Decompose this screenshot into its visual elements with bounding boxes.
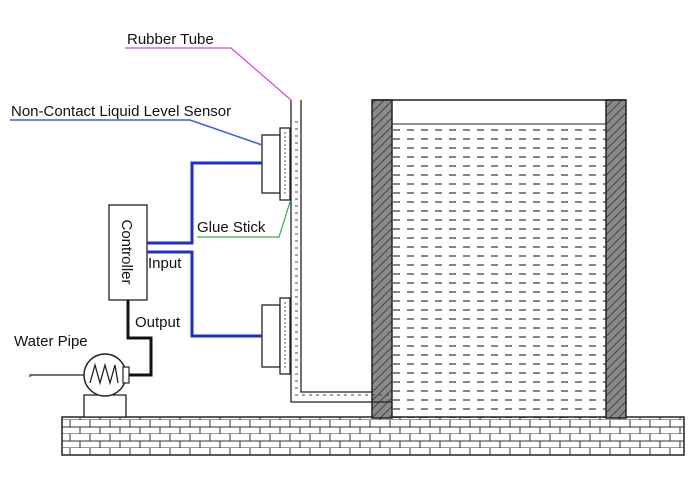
glue-stick-leader [197, 201, 291, 238]
controller-box: Controller [108, 204, 148, 301]
water-pipe-label: Water Pipe [14, 333, 88, 350]
controller-label: Controller [118, 219, 135, 284]
tank-right-wall [605, 99, 627, 419]
sensor-icon [261, 127, 291, 201]
tank [371, 99, 627, 419]
rubber-tube [290, 100, 392, 403]
power-wire [123, 300, 153, 377]
ground-base [61, 416, 685, 456]
sensor-label: Non-Contact Liquid Level Sensor [11, 103, 231, 120]
signal-wires [147, 161, 262, 338]
sensor-leader [10, 119, 263, 146]
output-label: Output [135, 314, 181, 331]
rubber-tube-label: Rubber Tube [127, 31, 214, 48]
rubber-tube-leader [125, 47, 292, 101]
tank-water [392, 124, 606, 418]
leader-lines [10, 47, 292, 238]
tank-left-wall [371, 99, 393, 419]
pump-icon [29, 353, 130, 418]
sensor-icon [261, 297, 291, 375]
input-label: Input [148, 255, 182, 272]
glue-stick-label: Glue Stick [197, 219, 266, 236]
